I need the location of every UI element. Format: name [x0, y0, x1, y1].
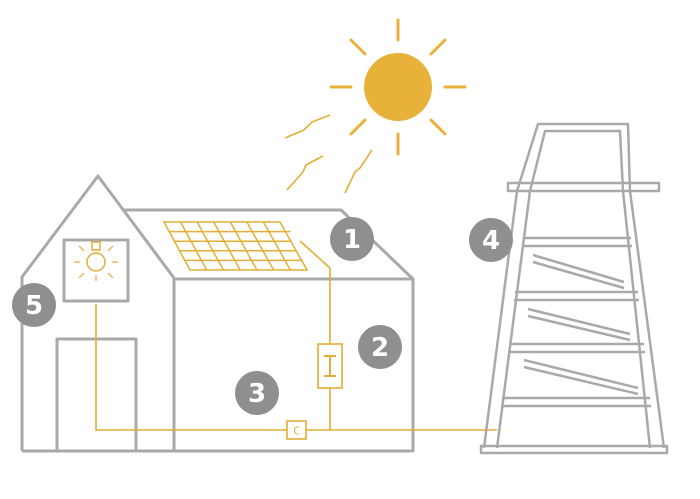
marker-1: 1 — [330, 217, 374, 261]
marker-4: 4 — [469, 218, 513, 262]
controller-box: C — [286, 420, 307, 440]
house — [20, 174, 415, 453]
marker-2-label: 2 — [371, 333, 389, 363]
solar-panel — [162, 221, 309, 271]
wiring — [95, 240, 497, 431]
light-bulb-icon — [74, 241, 118, 281]
inverter-box: I — [317, 343, 343, 389]
marker-3-label: 3 — [248, 379, 266, 409]
marker-1-label: 1 — [343, 225, 361, 255]
sunlight-bolt-icon — [284, 114, 373, 194]
sun-icon — [329, 18, 467, 156]
marker-5: 5 — [12, 283, 56, 327]
transmission-tower — [479, 122, 669, 455]
marker-2: 2 — [358, 325, 402, 369]
controller-letter: C — [293, 425, 300, 438]
marker-5-label: 5 — [25, 291, 43, 321]
marker-3: 3 — [235, 371, 279, 415]
marker-4-label: 4 — [482, 226, 500, 256]
